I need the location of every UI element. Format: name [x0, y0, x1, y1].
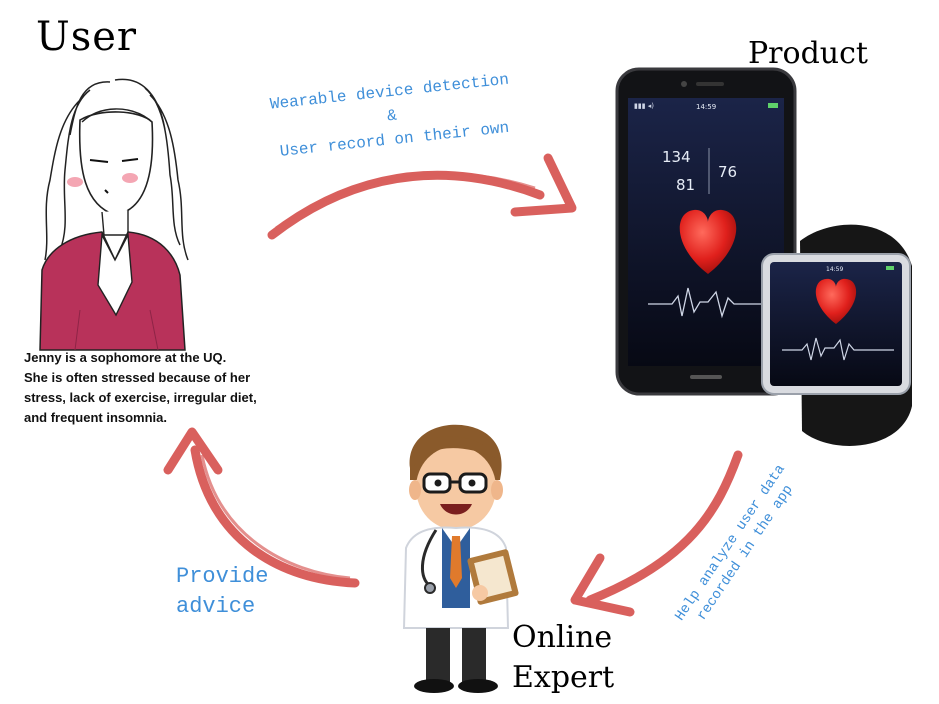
svg-text:▮▮▮ ◂): ▮▮▮ ◂) — [634, 102, 654, 110]
user-description-line: She is often stressed because of her — [24, 370, 251, 385]
expert-title-line2: Expert — [512, 660, 615, 695]
doctor-illustration — [402, 424, 519, 693]
product-title: Product — [748, 36, 868, 71]
label-left-arrow: Provide advice — [176, 562, 268, 622]
arrow-head-user — [163, 427, 223, 475]
phone-heart-icon — [679, 209, 737, 274]
arrow-head-expert — [570, 553, 635, 617]
user-title: User — [36, 14, 138, 60]
expert-title-line1: Online — [512, 620, 613, 655]
user-description: Jenny is a sophomore at the UQ. She is o… — [24, 348, 284, 428]
arrow-expert-to-user — [190, 445, 360, 588]
arrow-head-product — [510, 153, 577, 217]
product-illustration: ▮▮▮ ◂) 14:59 134 76 81 14:59 — [615, 67, 912, 446]
arrow-product-to-expert — [585, 450, 743, 605]
user-description-line: and frequent insomnia. — [24, 410, 168, 425]
phone-reading-3: 81 — [676, 176, 695, 194]
user-illustration — [39, 78, 189, 351]
watch-time: 14:59 — [826, 266, 843, 273]
watch-heart-icon — [815, 278, 857, 324]
user-description-line: stress, lack of exercise, irregular diet… — [24, 390, 257, 405]
phone-reading-2: 76 — [718, 163, 737, 181]
watch-ecg-line — [782, 337, 894, 361]
user-description-line: Jenny is a sophomore at the UQ. — [24, 350, 227, 365]
label-left-line: advice — [176, 594, 256, 619]
label-left-line: Provide — [176, 564, 269, 589]
phone-reading-1: 134 — [662, 148, 691, 166]
phone-ecg-line — [648, 287, 762, 319]
phone-time: 14:59 — [696, 103, 716, 111]
